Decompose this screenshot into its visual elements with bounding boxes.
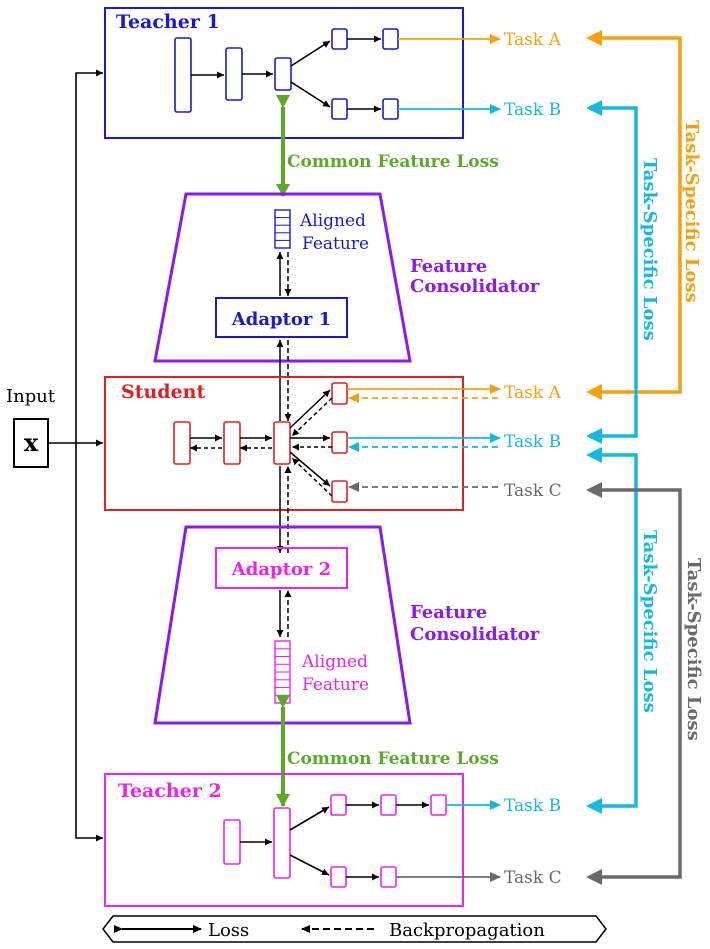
teacher1-task-b-label: Task B <box>504 100 561 120</box>
student-head <box>331 480 348 503</box>
teacher2-head <box>380 866 397 888</box>
input-branch-line <box>75 69 103 443</box>
student-box <box>104 376 464 511</box>
teacher1-head <box>331 28 348 50</box>
aligned-feature-1-stack <box>274 209 291 249</box>
teacher2-group: Teacher 2 Task B Task C <box>104 773 562 907</box>
legend-border <box>102 915 607 943</box>
student-task-a-label: Task A <box>504 383 562 403</box>
aligned-feature-1-line2: Feature <box>302 234 369 254</box>
common-feature-loss-label-bottom: Common Feature Loss <box>287 749 499 769</box>
task-specific-loss-b-bottom-label: Task-Specific Loss <box>639 530 660 713</box>
adaptor-1-label: Adaptor 1 <box>231 309 331 330</box>
student-layer <box>223 421 241 465</box>
consolidator2-label-line1: Feature <box>410 602 487 623</box>
student-head <box>331 382 348 405</box>
teacher1-task-a-label: Task A <box>504 30 562 50</box>
legend-loss-label: Loss <box>208 920 249 941</box>
teacher2-task-c-label: Task C <box>504 868 562 888</box>
teacher1-group: Teacher 1 Task A Task B <box>104 7 562 139</box>
legend-backprop-label: Backpropagation <box>389 920 545 941</box>
aligned-feature-1-line1: Aligned <box>299 211 366 231</box>
consolidator2-label-line2: Consolidator <box>410 624 540 645</box>
input-label: Input <box>6 386 56 407</box>
consolidator1-trapezoid <box>153 192 412 363</box>
teacher2-box <box>104 773 464 907</box>
task-specific-loss-b-top-label: Task-Specific Loss <box>639 158 660 341</box>
adaptor-2-box <box>215 547 348 589</box>
common-feature-loss-label-top: Common Feature Loss <box>287 152 499 172</box>
student-layer <box>173 421 191 465</box>
adaptor-2-label: Adaptor 2 <box>231 559 331 580</box>
student-task-c-label: Task C <box>504 481 562 501</box>
teacher2-title: Teacher 2 <box>118 780 222 802</box>
teacher1-layer <box>274 57 292 91</box>
teacher2-layer <box>273 807 291 879</box>
teacher2-head <box>330 794 347 816</box>
teacher2-head <box>380 794 397 816</box>
feature-consolidator-2: Feature Consolidator Adaptor 2 Aligned F… <box>153 525 540 725</box>
teacher2-head <box>330 866 347 888</box>
teacher1-head <box>331 98 348 120</box>
teacher2-layer <box>223 819 241 865</box>
teacher1-layer <box>174 37 192 113</box>
aligned-feature-2-line2: Feature <box>302 675 369 695</box>
teacher1-head <box>382 98 399 120</box>
feature-consolidator-1: Feature Consolidator Aligned Feature Ada… <box>153 192 540 363</box>
student-task-b-label: Task B <box>504 432 561 452</box>
adaptor-1-box <box>215 297 348 338</box>
task-specific-loss-c-bracket <box>594 488 682 879</box>
teacher1-head <box>382 28 399 50</box>
task-specific-loss-b-top-bracket <box>594 106 638 438</box>
student-title: Student <box>121 381 205 403</box>
student-head <box>331 431 348 454</box>
input-branch-line <box>75 443 103 842</box>
consolidator1-label-line2: Consolidator <box>410 276 540 297</box>
student-group: Student Task A Task B Task C <box>104 376 562 511</box>
student-layer <box>273 421 291 465</box>
input-x-symbol: x <box>24 428 39 457</box>
teacher2-task-b-label: Task B <box>504 796 561 816</box>
task-specific-loss-a-label: Task-Specific Loss <box>681 120 702 303</box>
aligned-feature-2-line1: Aligned <box>301 652 368 672</box>
teacher2-head <box>430 794 447 816</box>
consolidator1-label-line1: Feature <box>410 256 487 277</box>
consolidator2-trapezoid <box>153 525 412 725</box>
teacher1-flow-arrow <box>290 81 331 108</box>
task-specific-loss-b-bottom-bracket <box>594 453 638 808</box>
legend: Loss Backpropagation <box>102 915 607 943</box>
aligned-feature-2-stack <box>274 640 291 704</box>
task-specific-loss-c-label: Task-Specific Loss <box>683 558 704 741</box>
teacher1-title: Teacher 1 <box>116 11 220 33</box>
teacher1-layer <box>225 47 243 101</box>
teacher1-flow-arrow <box>290 40 331 67</box>
